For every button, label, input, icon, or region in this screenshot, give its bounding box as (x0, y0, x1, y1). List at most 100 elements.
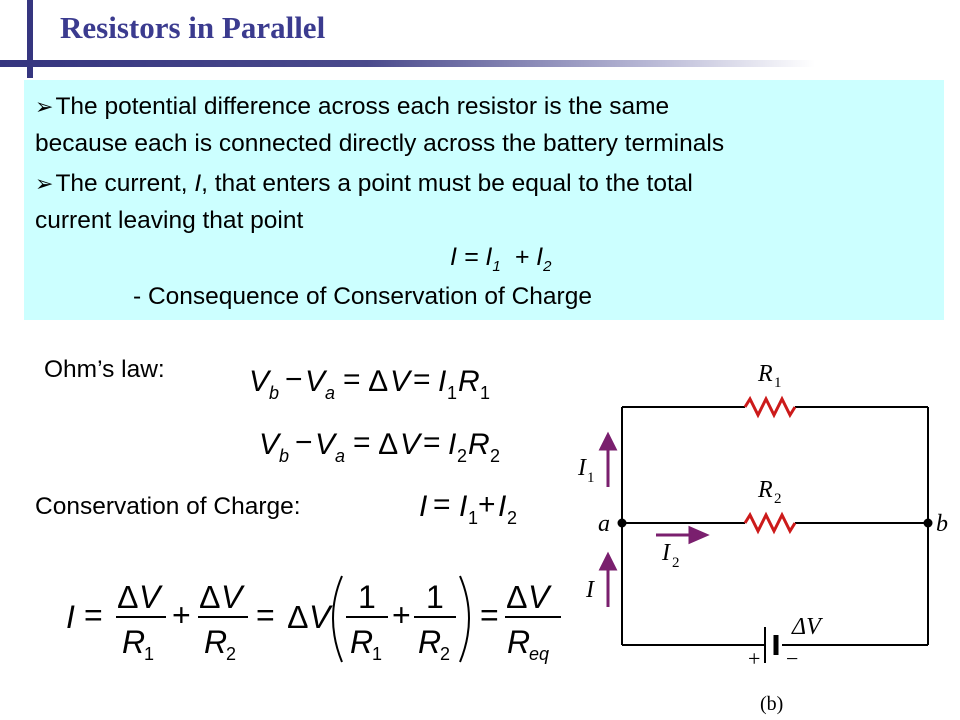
figure-caption: (b) (760, 693, 783, 715)
svg-text:I: I (448, 428, 456, 461)
node-a-label: a (598, 511, 610, 537)
svg-text:∆: ∆ (200, 579, 220, 615)
svg-text:∆: ∆ (118, 579, 138, 615)
svg-text:V: V (315, 428, 338, 461)
svg-text:I: I (438, 365, 446, 398)
svg-text:=: = (353, 426, 371, 459)
svg-text:b: b (279, 446, 289, 466)
svg-text:2: 2 (774, 491, 782, 507)
svg-text:2: 2 (440, 644, 450, 664)
i-label: I (585, 577, 595, 603)
svg-text:+: + (392, 597, 411, 633)
plus-sign: + (748, 646, 760, 671)
page-title: Resistors in Parallel (60, 10, 326, 45)
svg-text:R: R (418, 624, 441, 660)
svg-text:1: 1 (372, 644, 382, 664)
svg-text:1: 1 (426, 579, 444, 615)
node-b-dot (923, 518, 933, 528)
consequence-text: - Consequence of Conservation of Charge (133, 283, 592, 310)
svg-text:R: R (507, 624, 530, 660)
svg-text:V: V (221, 579, 245, 615)
svg-text:−: − (295, 426, 313, 459)
svg-text:I: I (498, 490, 506, 523)
svg-text:R: R (122, 624, 145, 660)
svg-text:1: 1 (587, 470, 595, 486)
right-arrow-bullet-icon: ➢ (35, 94, 54, 119)
i2-label: I (661, 540, 671, 566)
svg-text:I: I (459, 490, 467, 523)
svg-text:1: 1 (447, 383, 457, 403)
ohms-law-label: Ohm’s law: (44, 356, 165, 383)
equivalent-resistance-equation: I = ∆V R1 + ∆V R2 = ∆V 1 R1 + 1 R2 = (66, 575, 499, 664)
title-underline-bar (0, 60, 815, 67)
svg-text:V: V (309, 599, 333, 635)
i1-label: I (577, 455, 587, 481)
svg-text:V: V (139, 579, 163, 615)
bullet-2-line-1: ➢The current, I, that enters a point mus… (35, 170, 693, 197)
svg-text:+: + (172, 597, 191, 633)
svg-text:∆: ∆ (379, 428, 398, 461)
svg-text:R: R (458, 365, 480, 398)
minus-sign: − (786, 646, 798, 671)
equivalent-resistance-fraction: ∆V Req (505, 579, 561, 664)
svg-text:=: = (84, 597, 103, 633)
svg-text:eq: eq (529, 644, 549, 664)
svg-text:∆: ∆ (369, 365, 388, 398)
parallel-circuit-diagram: R 1 R 2 I 1 I 2 I a b ΔV + − (b) (577, 361, 948, 715)
svg-text:2: 2 (226, 644, 236, 664)
bullet-1-line-2: because each is connected directly acros… (35, 130, 725, 157)
delta-v-label: ΔV (791, 614, 823, 640)
svg-text:a: a (335, 446, 345, 466)
svg-text:=: = (343, 363, 361, 396)
title-vertical-bar (27, 0, 33, 78)
bullet-1-line-1: ➢The potential difference across each re… (35, 93, 670, 120)
text-box: ➢The potential difference across each re… (24, 80, 944, 320)
resistor-r2 (743, 511, 797, 535)
i1-arrow-icon (598, 431, 618, 451)
i2-arrow-icon (688, 525, 710, 545)
svg-text:2: 2 (507, 508, 517, 528)
svg-text:V: V (249, 365, 272, 398)
svg-text:b: b (269, 383, 279, 403)
svg-text:2: 2 (490, 446, 500, 466)
node-b-label: b (936, 511, 948, 537)
svg-text:+: + (478, 488, 496, 521)
svg-text:−: − (285, 363, 303, 396)
i-arrow-icon (598, 551, 618, 571)
svg-text:1: 1 (468, 508, 478, 528)
node-a-dot (617, 518, 627, 528)
r2-label: R (757, 477, 773, 503)
svg-text:I: I (419, 490, 427, 523)
svg-text:1: 1 (774, 375, 782, 391)
right-arrow-bullet-icon: ➢ (35, 171, 54, 196)
svg-text:1: 1 (480, 383, 490, 403)
svg-text:1: 1 (358, 579, 376, 615)
svg-text:2: 2 (672, 555, 680, 571)
svg-text:=: = (423, 426, 441, 459)
svg-text:R: R (204, 624, 227, 660)
svg-text:=: = (433, 488, 451, 521)
bullet-2-line-2: current leaving that point (35, 207, 304, 234)
svg-text:∆: ∆ (288, 599, 308, 635)
svg-text:=: = (256, 597, 275, 633)
svg-text:V: V (528, 579, 552, 615)
current-equation: I = I1 + I2 (450, 243, 552, 275)
r1-label: R (757, 361, 773, 387)
conservation-label: Conservation of Charge: (35, 493, 301, 520)
svg-text:V: V (400, 428, 423, 461)
svg-text:R: R (468, 428, 490, 461)
svg-text:V: V (390, 365, 413, 398)
svg-text:2: 2 (457, 446, 467, 466)
svg-text:=: = (413, 363, 431, 396)
svg-text:I: I (66, 599, 75, 635)
svg-text:∆: ∆ (507, 579, 527, 615)
svg-text:=: = (480, 597, 499, 633)
svg-text:V: V (259, 428, 282, 461)
svg-text:a: a (325, 383, 335, 403)
svg-text:V: V (305, 365, 328, 398)
svg-text:1: 1 (144, 644, 154, 664)
resistor-r1 (743, 395, 797, 419)
